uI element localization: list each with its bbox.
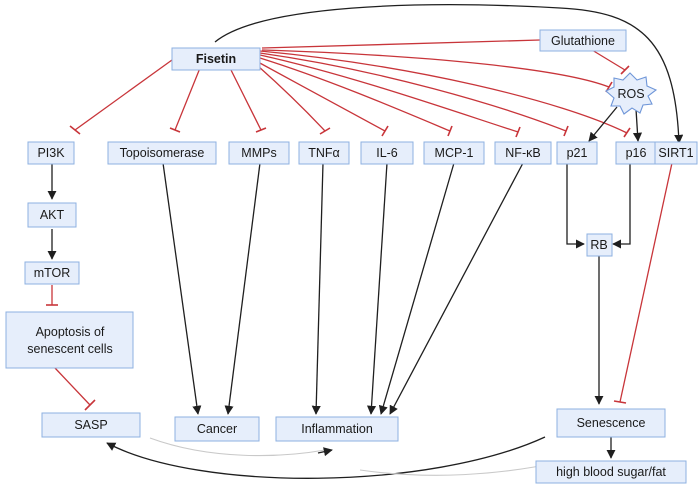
rb-label: RB	[590, 238, 607, 252]
node-senescence: Senescence	[556, 408, 666, 438]
edge-p21-rb	[566, 163, 585, 249]
node-fisetin: Fisetin	[171, 47, 261, 71]
topoisomerase-label: Topoisomerase	[120, 146, 205, 160]
il6-label: IL-6	[376, 146, 398, 160]
tnfa-label: TNFα	[308, 146, 340, 160]
p21-label: p21	[567, 146, 588, 160]
node-nfkb: NF-κB	[494, 141, 552, 165]
edge-ros-p16	[632, 108, 643, 142]
node-glutathione: Glutathione	[539, 29, 627, 52]
inflammation-label: Inflammation	[301, 422, 373, 436]
activation-edges	[47, 4, 684, 479]
bar-nfkb	[515, 126, 521, 138]
node-rb: RB	[586, 233, 613, 257]
glutathione-label: Glutathione	[551, 34, 615, 48]
pi3k-label: PI3K	[37, 146, 65, 160]
edge-fisetin-tnfa	[257, 65, 326, 132]
node-cancer: Cancer	[174, 416, 260, 442]
edge-fisetin-p21	[259, 52, 567, 132]
edge-topoisomerase-cancer	[162, 162, 202, 415]
node-topoisomerase: Topoisomerase	[107, 141, 217, 165]
ros-label: ROS	[617, 87, 644, 101]
bar-topoisomerase	[169, 127, 181, 133]
node-apoptosis: Apoptosis of senescent cells	[5, 311, 134, 369]
node-sasp: SASP	[41, 412, 141, 438]
node-tnfa: TNFα	[298, 141, 350, 165]
bar-il6	[381, 125, 389, 137]
edge-fisetin-mmps	[229, 67, 262, 131]
node-blood-sugar: high blood sugar/fat	[535, 460, 687, 484]
edge-fisetin-pi3k	[74, 59, 173, 131]
mcp1-label: MCP-1	[435, 146, 474, 160]
node-inflammation: Inflammation	[275, 416, 399, 442]
edge-fisetin-nfkb	[259, 54, 519, 133]
bar-senescence	[613, 400, 627, 404]
edge-mcp1-inflammation	[378, 162, 455, 415]
sasp-label: SASP	[74, 418, 107, 432]
bar-mmps	[255, 127, 267, 133]
edge-apoptosis-sasp	[54, 367, 91, 406]
nfkb-label: NF-κB	[505, 146, 540, 160]
bar-tnfa	[319, 127, 331, 135]
edge-mmps-cancer	[224, 162, 261, 415]
cancer-label: Cancer	[197, 422, 237, 436]
node-p21: p21	[556, 141, 598, 165]
node-pi3k: PI3K	[27, 141, 75, 165]
senescence-label: Senescence	[577, 416, 646, 430]
akt-label: AKT	[40, 208, 65, 222]
node-p16: p16	[615, 141, 657, 165]
edge-tnfa-inflammation	[311, 162, 324, 415]
edge-fisetin-il6	[257, 61, 386, 132]
blood-sugar-label: high blood sugar/fat	[556, 465, 666, 479]
edge-sirt1-senescence	[619, 162, 673, 403]
mtor-label: mTOR	[34, 266, 71, 280]
p16-label: p16	[626, 146, 647, 160]
node-mtor: mTOR	[24, 261, 80, 285]
apoptosis-label-line1: Apoptosis of	[36, 325, 105, 339]
node-akt: AKT	[27, 202, 77, 228]
bar-glutathione-ros	[620, 65, 630, 75]
node-sirt1: SIRT1	[654, 141, 698, 165]
node-mmps: MMPs	[228, 141, 290, 165]
edge-nfkb-inflammation	[389, 162, 524, 415]
edge-ros-p21	[588, 106, 618, 142]
edge-fisetin-p16	[259, 50, 628, 134]
fisetin-label: Fisetin	[196, 52, 236, 66]
bar-p21	[563, 125, 569, 137]
edge-sasp-senescence-loop	[106, 436, 546, 479]
edge-fisetin-ros	[261, 49, 610, 88]
edge-fisetin-mcp1	[259, 57, 451, 132]
edge-glutathione-ros	[591, 49, 626, 71]
edge-sasp-inflammation-faint	[149, 437, 326, 457]
node-il6: IL-6	[360, 141, 414, 165]
inhibition-edges	[46, 39, 673, 411]
bar-pi3k	[69, 125, 81, 135]
apoptosis-label-line2: senescent cells	[27, 342, 112, 356]
edge-fisetin-sirt1	[214, 4, 684, 144]
edge-sasp-inflammation-head	[317, 447, 333, 457]
edge-p16-rb	[612, 163, 631, 249]
edge-il6-inflammation	[366, 162, 388, 415]
bar-p16	[623, 127, 631, 138]
bar-sasp	[84, 399, 96, 411]
edge-fisetin-topoisomerase	[174, 67, 201, 131]
edge-fisetin-glutathione	[261, 39, 541, 49]
node-ros: ROS	[605, 72, 658, 115]
bar-mcp1	[447, 125, 453, 137]
sirt1-label: SIRT1	[658, 146, 693, 160]
mmps-label: MMPs	[241, 146, 276, 160]
node-mcp1: MCP-1	[423, 141, 485, 165]
